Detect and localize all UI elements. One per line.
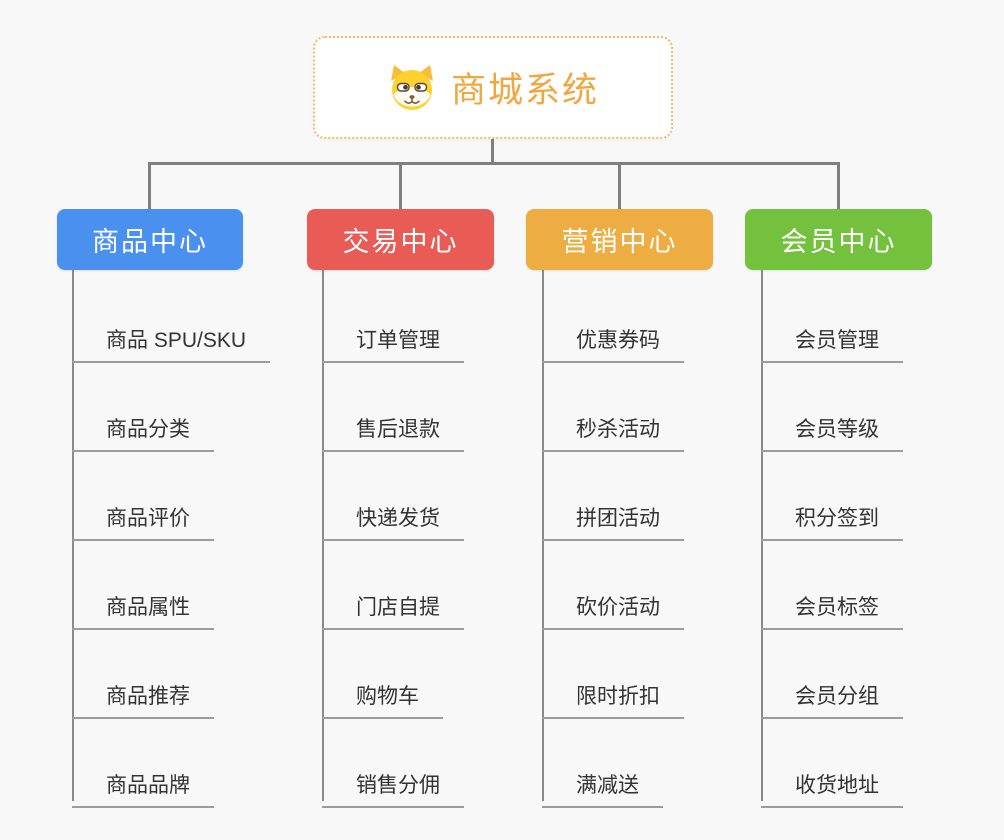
branch-node-member-center[interactable]: 会员中心 [745, 209, 932, 270]
dog-face-icon [390, 64, 433, 110]
leaf-item[interactable]: 商品 SPU/SKU [72, 310, 271, 363]
leaf-item[interactable]: 会员分组 [761, 666, 903, 719]
branch-label: 商品中心 [92, 227, 208, 257]
leaf-item[interactable]: 会员管理 [761, 310, 903, 363]
connector-drop-member [837, 162, 840, 210]
leaf-item[interactable]: 收货地址 [761, 755, 903, 808]
branch-label: 会员中心 [780, 227, 897, 257]
branch-label: 交易中心 [342, 227, 459, 257]
connector-drop-trade [399, 162, 402, 210]
connector-rail [148, 162, 840, 165]
connector-root-drop [491, 137, 494, 163]
leaf-item[interactable]: 销售分佣 [322, 755, 464, 808]
leaf-item[interactable]: 购物车 [322, 666, 443, 719]
leaf-item[interactable]: 优惠券码 [542, 310, 684, 363]
connector-drop-marketing [618, 162, 621, 210]
leaf-item[interactable]: 会员标签 [761, 577, 903, 630]
leaf-item[interactable]: 商品属性 [72, 577, 214, 630]
spine-product-center [72, 270, 74, 801]
root-topic[interactable]: 商城系统 [313, 36, 673, 139]
leaf-item[interactable]: 商品品牌 [72, 755, 214, 808]
leaf-item[interactable]: 会员等级 [761, 399, 903, 452]
leaf-item[interactable]: 拼团活动 [542, 488, 684, 541]
leaf-item[interactable]: 满减送 [542, 755, 663, 808]
branch-node-marketing-center[interactable]: 营销中心 [526, 209, 713, 270]
leaf-item[interactable]: 商品评价 [72, 488, 214, 541]
leaf-item[interactable]: 售后退款 [322, 399, 464, 452]
branch-node-trade-center[interactable]: 交易中心 [307, 209, 494, 270]
connector-drop-product [148, 162, 151, 210]
root-topic-title: 商城系统 [450, 71, 599, 110]
leaf-item[interactable]: 积分签到 [761, 488, 903, 541]
leaf-item[interactable]: 秒杀活动 [542, 399, 684, 452]
spine-trade-center [322, 270, 324, 801]
leaf-item[interactable]: 门店自提 [322, 577, 464, 630]
branch-node-product-center[interactable]: 商品中心 [57, 209, 243, 270]
leaf-item[interactable]: 商品分类 [72, 399, 214, 452]
leaf-item[interactable]: 限时折扣 [542, 666, 684, 719]
leaf-item[interactable]: 商品推荐 [72, 666, 214, 719]
spine-marketing-center [542, 270, 544, 801]
branch-label: 营销中心 [561, 227, 678, 257]
leaf-item[interactable]: 砍价活动 [542, 577, 684, 630]
leaf-item[interactable]: 订单管理 [322, 310, 464, 363]
leaf-item[interactable]: 快递发货 [322, 488, 464, 541]
spine-member-center [761, 270, 763, 801]
